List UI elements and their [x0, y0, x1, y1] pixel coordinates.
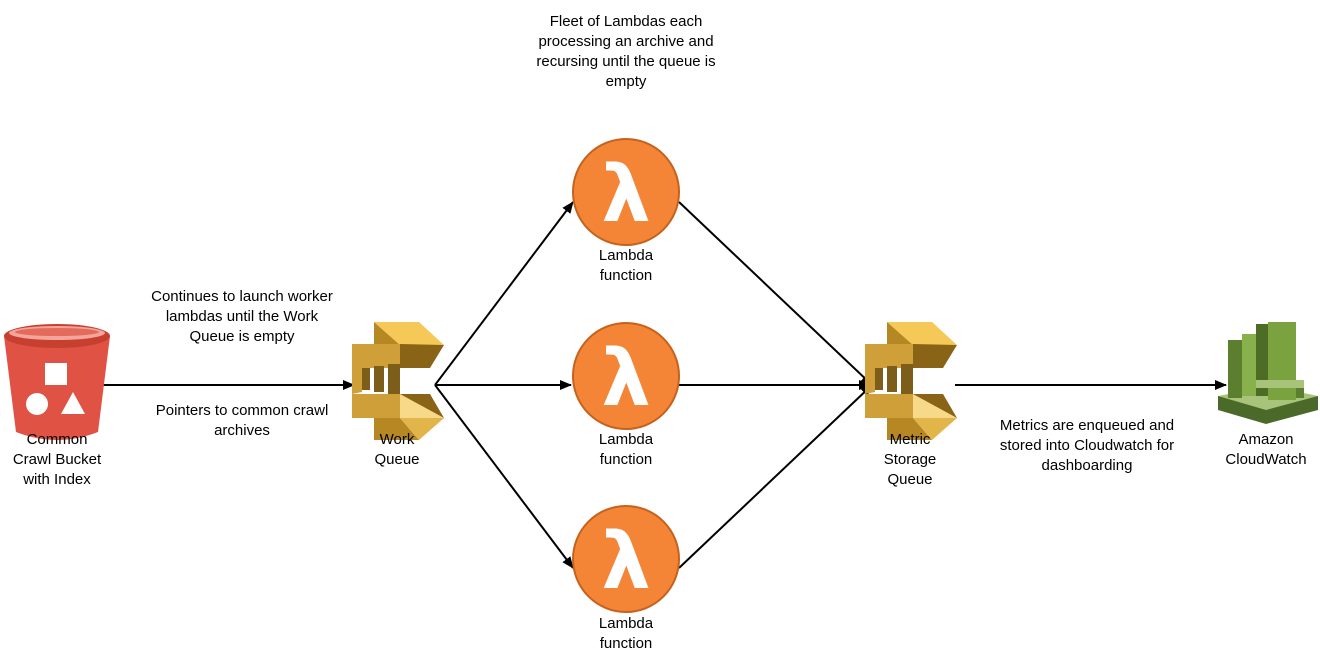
edge-work-queue-to-lambda-top [434, 201, 574, 386]
svg-text:λ: λ [601, 334, 650, 424]
lambda-top-label: Lambda function [598, 247, 654, 284]
cloudwatch-label: Amazon CloudWatch [1225, 431, 1307, 468]
edge-work-queue-to-lambda-bot [434, 384, 574, 569]
edges [102, 201, 1227, 569]
lambda-mid-label: Lambda function [598, 431, 654, 468]
svg-text:λ: λ [601, 517, 650, 607]
sqs-queue-icon [352, 322, 444, 440]
lambda-icon: λ [572, 322, 680, 430]
cloudwatch-icon [1218, 322, 1318, 424]
svg-text:λ: λ [601, 150, 650, 240]
fleet-annotation: Fleet of Lambdas each processing an arch… [536, 13, 716, 90]
metrics-annotation: Metrics are enqueued and stored into Clo… [999, 417, 1175, 474]
edge-lambda-top-to-metric-queue [678, 201, 873, 386]
lambda-icon: λ [572, 138, 680, 246]
lambda-bot-label: Lambda function [598, 615, 654, 652]
launch-annotation: Continues to launch worker lambdas until… [151, 288, 333, 345]
sqs-queue-icon [865, 322, 957, 440]
work-queue-label: Work Queue [374, 431, 420, 468]
edge-lambda-bot-to-metric-queue [678, 384, 873, 569]
bucket-label: Common Crawl Bucket with Index [12, 431, 102, 488]
s3-bucket-icon [4, 324, 110, 440]
lambda-icon: λ [572, 505, 680, 613]
metric-queue-label: Metric Storage Queue [883, 431, 937, 488]
pointers-annotation: Pointers to common crawl archives [155, 402, 329, 439]
